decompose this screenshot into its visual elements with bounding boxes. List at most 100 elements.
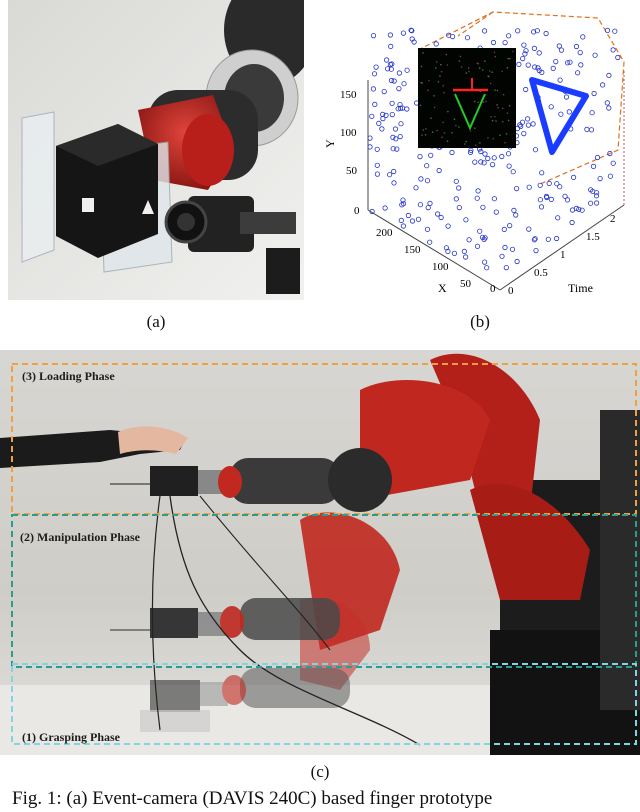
figure-caption: Fig. 1: (a) Event-camera (DAVIS 240C) ba… bbox=[12, 788, 493, 809]
event-point bbox=[548, 196, 554, 202]
inset-event-dot bbox=[468, 70, 470, 73]
event-point bbox=[589, 110, 595, 116]
inset-event-dot bbox=[442, 121, 444, 124]
panel-a-photo bbox=[8, 0, 316, 300]
inset-event-dot bbox=[443, 91, 445, 94]
event-point bbox=[388, 66, 394, 72]
event-point bbox=[531, 237, 537, 243]
event-point bbox=[604, 27, 611, 33]
inset-event-dot bbox=[489, 82, 492, 85]
inset-event-dot bbox=[476, 62, 479, 64]
event-point bbox=[438, 214, 444, 221]
event-point bbox=[584, 126, 590, 132]
inset-event-dot bbox=[506, 66, 509, 69]
panel-c-photo bbox=[0, 350, 640, 755]
event-point bbox=[417, 202, 424, 208]
inset-event-dot bbox=[505, 133, 508, 135]
event-point bbox=[499, 153, 505, 160]
manipulation-phase-label: (2) Manipulation Phase bbox=[20, 530, 141, 544]
event-point bbox=[548, 104, 554, 110]
inset-event-dot bbox=[420, 65, 423, 68]
event-point bbox=[463, 217, 469, 223]
inset-event-dot bbox=[499, 134, 501, 137]
event-point bbox=[532, 236, 538, 242]
event-point bbox=[472, 159, 478, 165]
event-point bbox=[525, 116, 531, 122]
x-axis-label: X bbox=[438, 281, 447, 295]
inset-event-dot bbox=[493, 51, 496, 54]
event-point bbox=[539, 69, 545, 76]
event-point bbox=[425, 205, 431, 211]
event-point bbox=[579, 207, 585, 213]
event-point bbox=[398, 217, 404, 223]
inset-event-dot bbox=[428, 79, 430, 82]
event-point bbox=[569, 207, 576, 213]
event-point bbox=[384, 57, 390, 63]
y-tick-label: 150 bbox=[340, 89, 357, 101]
event-point bbox=[466, 237, 472, 243]
inset-event-dot bbox=[496, 104, 498, 106]
inset-event-dot bbox=[482, 69, 484, 71]
inset-event-dot bbox=[430, 117, 432, 119]
event-point bbox=[599, 82, 606, 88]
inset-event-dot bbox=[508, 105, 511, 107]
event-point bbox=[482, 28, 488, 34]
event-point bbox=[388, 77, 395, 84]
event-point bbox=[543, 30, 549, 37]
event-point bbox=[537, 197, 543, 203]
event-point bbox=[385, 66, 391, 72]
event-point bbox=[545, 236, 551, 242]
event-point bbox=[453, 178, 459, 184]
gripper-grasping bbox=[140, 675, 246, 732]
manipulation-phase-frame bbox=[11, 514, 637, 668]
inset-event-dot bbox=[502, 93, 505, 96]
triangle-trace bbox=[529, 77, 589, 155]
event-point bbox=[491, 155, 497, 161]
time-tick-label: 0 bbox=[508, 285, 514, 297]
event-point bbox=[456, 185, 462, 191]
event-point bbox=[398, 121, 404, 127]
inset-event-dot bbox=[512, 50, 514, 53]
inset-event-dot bbox=[459, 55, 462, 58]
time-tick-label: 1 bbox=[560, 249, 566, 261]
inset-event-dot bbox=[453, 118, 456, 120]
event-point bbox=[507, 223, 513, 229]
inset-event-dot bbox=[504, 141, 506, 144]
chart-frame bbox=[367, 70, 625, 291]
event-point bbox=[510, 169, 516, 175]
inset-event-dot bbox=[433, 95, 435, 97]
event-point bbox=[590, 163, 597, 169]
inset-event-dot bbox=[440, 70, 443, 73]
y-tick-label: 0 bbox=[354, 205, 360, 217]
event-point bbox=[477, 228, 483, 234]
event-point bbox=[523, 48, 529, 54]
inset-event-dot bbox=[460, 66, 463, 68]
event-point bbox=[389, 100, 395, 106]
event-point bbox=[456, 205, 462, 211]
event-point bbox=[401, 81, 407, 87]
event-point bbox=[436, 167, 442, 174]
event-point bbox=[557, 77, 563, 83]
event-point bbox=[555, 215, 561, 221]
event-point bbox=[536, 50, 542, 56]
event-point bbox=[558, 111, 564, 117]
inset-event-dot bbox=[487, 75, 489, 78]
event-point bbox=[553, 58, 559, 65]
event-point bbox=[587, 200, 594, 206]
event-point bbox=[607, 150, 613, 157]
event-point bbox=[367, 144, 373, 150]
event-point bbox=[461, 248, 467, 254]
event-point bbox=[396, 70, 403, 76]
event-point bbox=[567, 59, 573, 65]
event-point bbox=[482, 259, 488, 265]
event-point bbox=[379, 126, 385, 132]
event-point bbox=[591, 90, 597, 97]
event-point bbox=[479, 234, 486, 240]
event-point bbox=[387, 32, 394, 38]
event-point bbox=[562, 193, 568, 199]
event-point bbox=[468, 147, 474, 153]
event-point bbox=[484, 265, 490, 271]
event-point bbox=[606, 105, 612, 111]
inset-event-dot bbox=[442, 84, 444, 87]
event-point bbox=[371, 71, 378, 77]
